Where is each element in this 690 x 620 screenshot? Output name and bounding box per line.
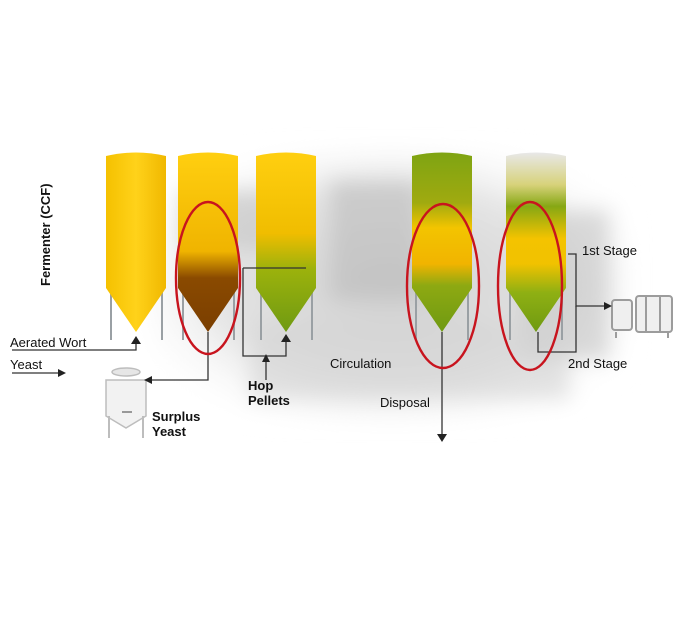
arrow-wort-icon [131, 336, 141, 344]
filter-unit [611, 295, 673, 338]
fermenter-tank-3 [256, 152, 316, 340]
surplus-yeast-tank [105, 367, 147, 438]
label-second-stage: 2nd Stage [568, 356, 628, 371]
highlight-rings [174, 200, 564, 372]
arrow-surplus-icon [144, 376, 152, 384]
fermenter-title: Fermenter (CCF) [38, 183, 53, 286]
label-aerated-wort: Aerated Wort [10, 335, 87, 350]
flow-lines [12, 253, 606, 434]
fermenter-tank-2 [178, 152, 238, 340]
label-surplus: Surplus [152, 409, 201, 424]
arrow-stage-icon [604, 302, 612, 310]
arrow-heads [58, 302, 612, 442]
arrow-disposal-icon [437, 434, 447, 442]
fermenter-tank-1 [106, 152, 166, 340]
label-disposal: Disposal [380, 395, 430, 410]
label-pellets: Pellets [248, 393, 290, 408]
label-yeast: Yeast [10, 357, 43, 372]
arrow-tank3-icon [281, 334, 291, 342]
label-hop: Hop [248, 378, 274, 393]
label-surplus-yeast: Yeast [152, 424, 186, 439]
arrow-yeast-icon [58, 369, 66, 377]
label-first-stage: 1st Stage [582, 243, 637, 258]
arrow-hop-icon [262, 354, 270, 362]
fermenter-tank-4 [412, 152, 472, 340]
label-circulation: Circulation [330, 356, 392, 371]
